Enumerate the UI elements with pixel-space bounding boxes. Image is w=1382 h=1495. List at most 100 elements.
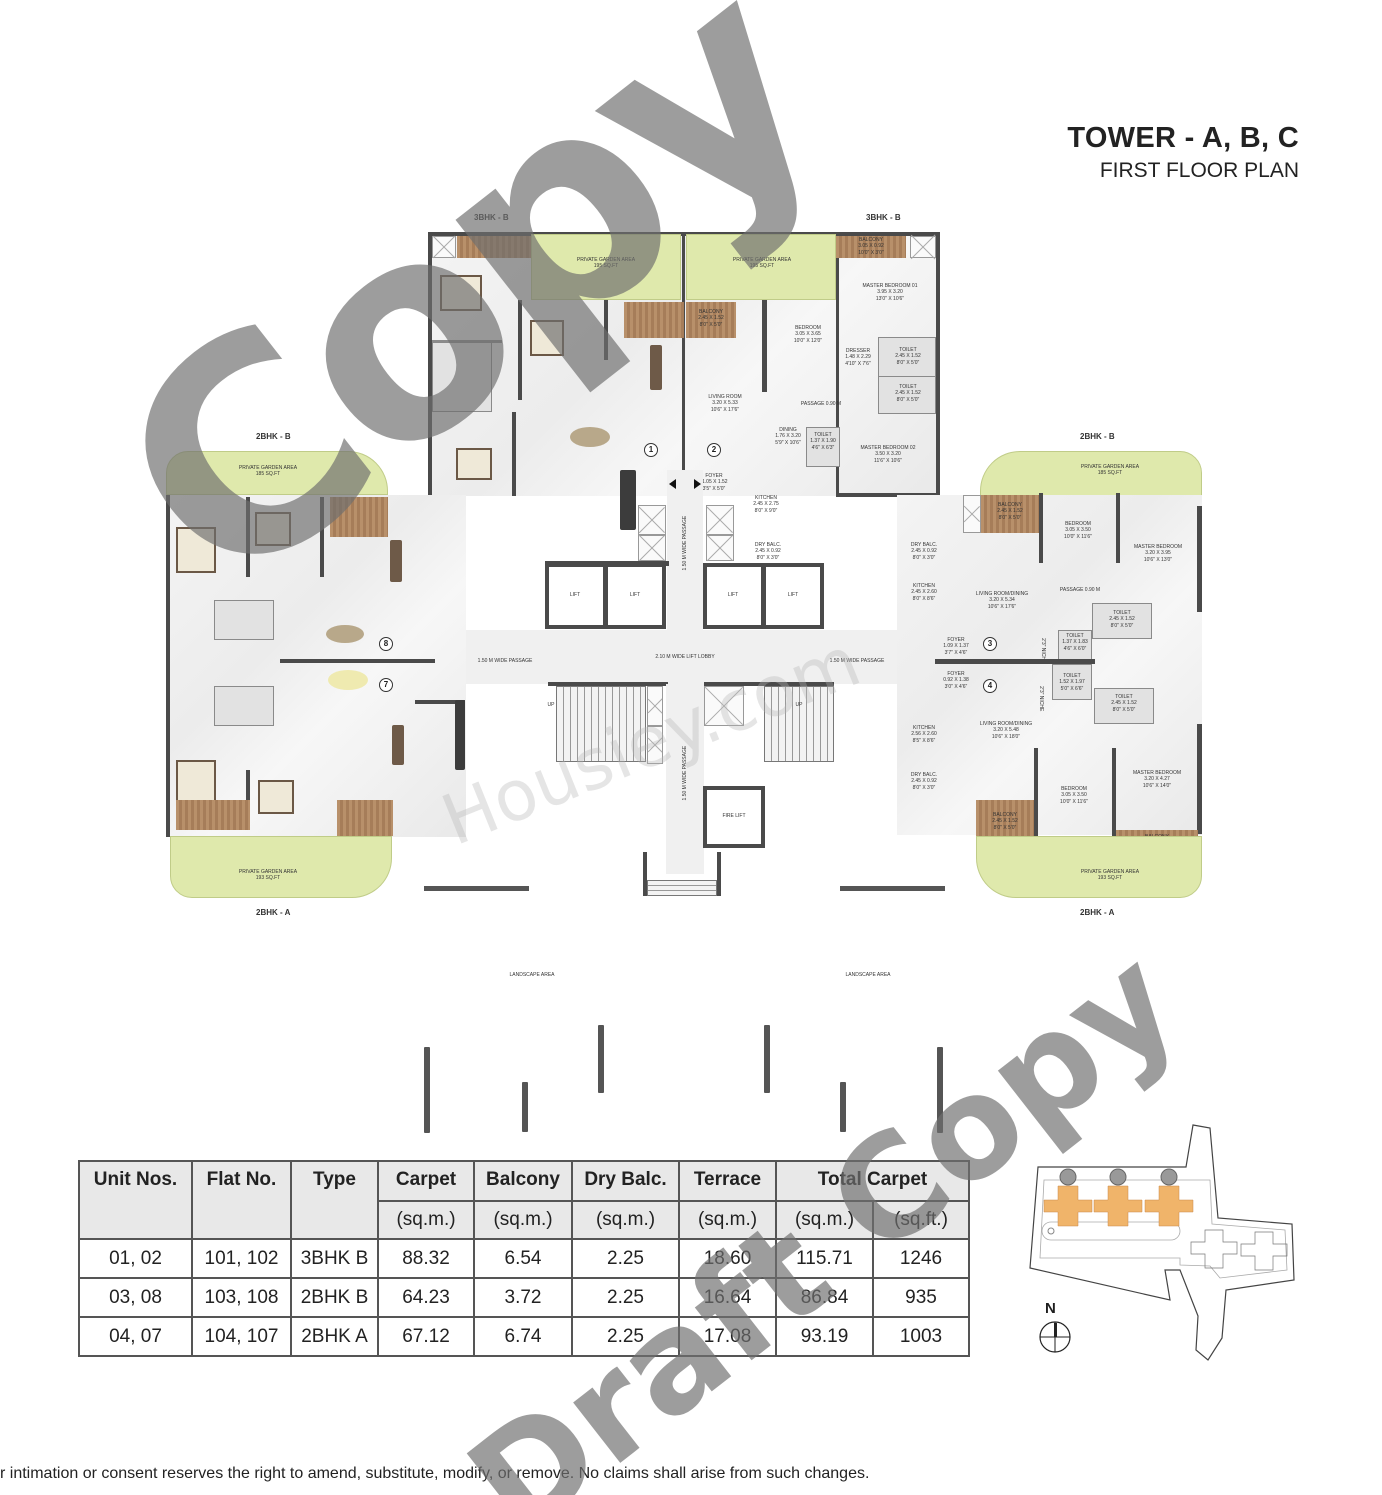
- cell-carpet: 67.12: [377, 1316, 475, 1357]
- wall: [643, 852, 647, 896]
- balcony: [624, 302, 684, 338]
- bed: [456, 448, 492, 480]
- private-garden: [686, 234, 836, 300]
- cell-type: 3BHK B: [290, 1238, 379, 1279]
- room-label: PASSAGE 0.90 M: [1059, 587, 1101, 593]
- wall: [428, 232, 432, 496]
- unit-type-label: 2BHK - B: [1080, 432, 1115, 441]
- landscape-label: LANDSCAPE AREA: [845, 972, 891, 978]
- kitchen-counter: [620, 470, 636, 530]
- cell-total-sqm: 86.84: [775, 1277, 874, 1318]
- wall: [836, 258, 839, 494]
- unit-number: 8: [379, 637, 393, 651]
- unit-header: (sq.m.): [571, 1200, 680, 1240]
- duct: [910, 236, 936, 258]
- bed: [440, 275, 482, 311]
- toilet: [806, 427, 840, 467]
- dining-table: [328, 670, 368, 690]
- wall: [246, 497, 250, 577]
- unit-number: 4: [983, 679, 997, 693]
- duct: [647, 686, 663, 726]
- cell-total-sqft: 1246: [872, 1238, 970, 1279]
- toilet: [878, 376, 936, 414]
- wall: [762, 300, 767, 392]
- landscape-bar: [764, 1025, 770, 1093]
- wall: [518, 300, 522, 400]
- cell-balcony: 3.72: [473, 1277, 573, 1318]
- toilet: [878, 337, 936, 381]
- cell-balcony: 6.54: [473, 1238, 573, 1279]
- toilet: [432, 342, 492, 412]
- cell-total-sqm: 93.19: [775, 1316, 874, 1357]
- unit-type-label: 3BHK - B: [474, 213, 509, 222]
- wall: [836, 493, 936, 497]
- unit-header: (sq.m.): [473, 1200, 573, 1240]
- col-header: Unit Nos.: [78, 1160, 193, 1240]
- entry-arrow-icon: [669, 479, 676, 489]
- unit-floor: [897, 495, 1202, 835]
- unit-header: (sq.ft.): [872, 1200, 970, 1240]
- staircase: [764, 686, 834, 762]
- lift-label: LIFT: [787, 592, 799, 598]
- lift: [545, 563, 607, 629]
- wall: [1197, 506, 1202, 612]
- wall: [320, 497, 324, 577]
- wall: [1112, 748, 1116, 838]
- duct: [638, 535, 666, 561]
- unit-header: (sq.m.): [775, 1200, 874, 1240]
- balcony: [686, 302, 736, 338]
- table-header-row: Unit Nos. Flat No. Type Carpet Balcony D…: [78, 1160, 970, 1240]
- lift-label: LIFT: [727, 592, 739, 598]
- cell-dry-balc: 2.25: [571, 1316, 680, 1357]
- unit-header: (sq.m.): [377, 1200, 475, 1240]
- cell-flat-no: 103, 108: [191, 1277, 292, 1318]
- landscape-bar: [424, 1047, 430, 1133]
- wall: [415, 700, 465, 704]
- dining-table: [326, 625, 364, 643]
- cell-type: 2BHK B: [290, 1277, 379, 1318]
- duct: [647, 726, 663, 764]
- balcony: [337, 800, 393, 836]
- balcony: [976, 800, 1034, 836]
- wall: [704, 682, 834, 686]
- cell-flat-no: 104, 107: [191, 1316, 292, 1357]
- balcony: [176, 800, 250, 830]
- bed: [530, 320, 564, 356]
- page-subtitle: FIRST FLOOR PLAN: [1099, 159, 1299, 182]
- cell-unit-nos: 01, 02: [78, 1238, 193, 1279]
- niche-label: 2'3" NICHE: [1040, 638, 1047, 664]
- wall: [604, 300, 608, 360]
- toilet: [1094, 688, 1154, 724]
- vertical-passage: [666, 684, 704, 874]
- wall: [1116, 493, 1120, 563]
- private-garden: [531, 234, 681, 300]
- bed: [176, 760, 216, 804]
- wall: [512, 412, 516, 496]
- fire-lift: [703, 786, 765, 848]
- entrance-steps: [647, 880, 717, 896]
- wall: [717, 852, 721, 896]
- passage-label: 1.50 M WIDE PASSAGE: [829, 658, 885, 664]
- toilet: [1092, 603, 1152, 639]
- kitchen-counter: [455, 700, 465, 770]
- col-header: Terrace: [678, 1160, 777, 1202]
- landscape-label: LANDSCAPE AREA: [509, 972, 555, 978]
- dining-table: [570, 427, 610, 447]
- passage-label: 1.50 M WIDE PASSAGE: [681, 745, 688, 801]
- title-block: TOWER - A, B, C FIRST FLOOR PLAN: [1067, 122, 1299, 183]
